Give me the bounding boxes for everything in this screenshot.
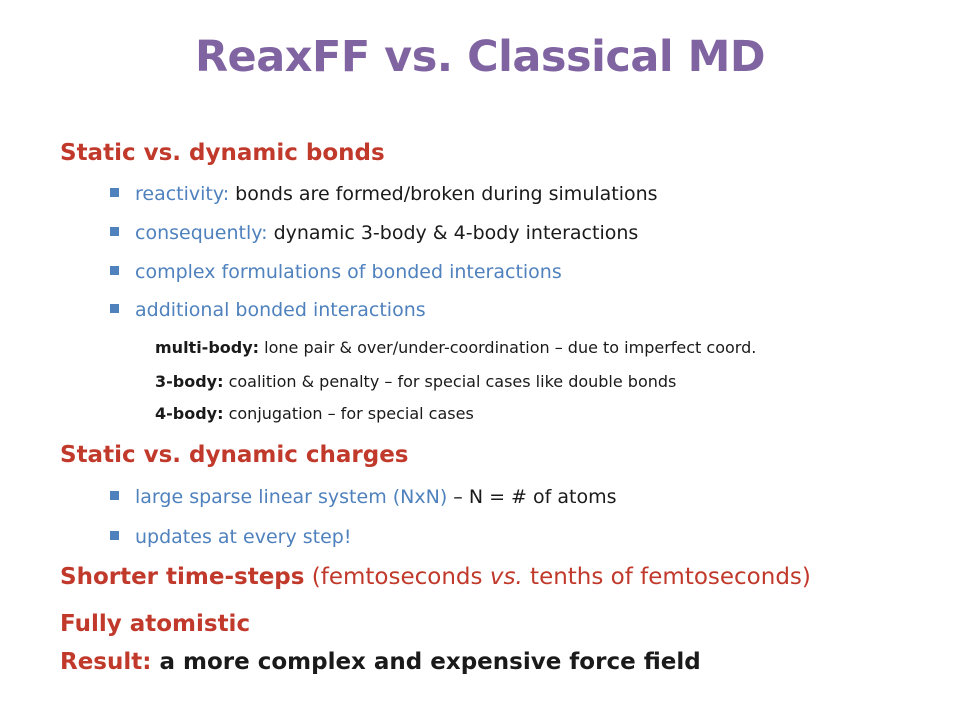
bullet-square-icon [110,531,119,540]
heading-static-charges: Static vs. dynamic charges [60,442,409,468]
bullet-square-icon [110,227,119,236]
bullet-sparse-system: large sparse linear system (NxN) – N = #… [110,486,616,508]
sub-item-label: 4-body: [155,404,224,423]
bullet-square-icon [110,304,119,313]
heading-static-bonds: Static vs. dynamic bonds [60,140,385,166]
bullet-updates: updates at every step! [110,526,351,548]
bullet-lead: complex formulations of bonded interacti… [135,261,562,283]
bullet-lead: additional bonded interactions [135,299,426,321]
sub-item-3-body: 3-body: coalition & penalty – for specia… [155,372,676,391]
sub-item-4-body: 4-body: conjugation – for special cases [155,404,474,423]
time-steps-vs: vs. [489,564,523,590]
result-text: a more complex and expensive force field [151,649,701,675]
bullet-text: dynamic 3-body & 4-body interactions [267,222,639,244]
bullet-text: bonds are formed/broken during simulatio… [229,183,658,205]
bullet-square-icon [110,188,119,197]
result-line: Result: a more complex and expensive for… [60,649,701,675]
heading-fully-atomistic: Fully atomistic [60,611,251,637]
slide-title: ReaxFF vs. Classical MD [194,32,766,82]
time-steps-open: (femtoseconds [304,564,490,590]
bullet-additional-interactions: additional bonded interactions [110,299,426,321]
bullet-square-icon [110,491,119,500]
bullet-lead: consequently: [135,222,268,244]
bullet-lead: large sparse linear system (NxN) [135,486,448,508]
sub-item-text: lone pair & over/under-coordination – du… [259,338,757,357]
sub-item-label: 3-body: [155,372,224,391]
bullet-lead: reactivity: [135,183,230,205]
sub-item-label: multi-body: [155,338,260,357]
result-label: Result: [60,649,152,675]
time-steps-close: tenths of femtoseconds) [522,564,811,590]
bullet-complex-formulations: complex formulations of bonded interacti… [110,261,562,283]
time-steps-label: Shorter time-steps [60,564,305,590]
bullet-text: – N = # of atoms [447,486,617,508]
sub-item-text: conjugation – for special cases [223,404,474,423]
bullet-consequently: consequently: dynamic 3-body & 4-body in… [110,222,638,244]
bullet-square-icon [110,266,119,275]
bullet-reactivity: reactivity: bonds are formed/broken duri… [110,183,658,205]
bullet-lead: updates at every step! [135,526,352,548]
sub-item-multi-body: multi-body: lone pair & over/under-coord… [155,338,756,357]
heading-time-steps: Shorter time-steps (femtoseconds vs. ten… [60,564,811,590]
sub-item-text: coalition & penalty – for special cases … [223,372,677,391]
